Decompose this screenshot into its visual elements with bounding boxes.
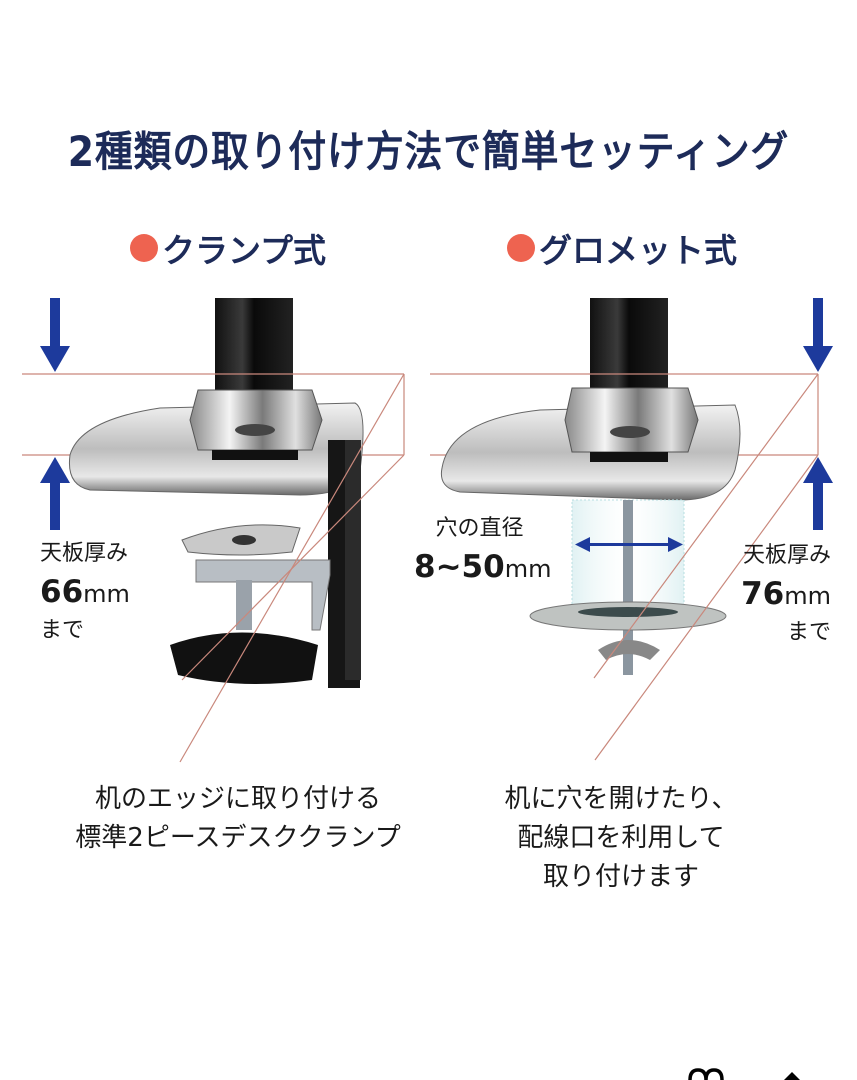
grommet-heading-text: グロメット式 [539,231,737,270]
hole-caption: 穴の直径 [435,516,524,541]
caption-line: 取り付けます [542,862,699,892]
caption-line: 机のエッジに取り付ける [94,784,381,814]
thickness-value: 76 [741,575,785,612]
circle-bullet-icon [130,234,158,262]
hole-diameter-label: 穴の直径 8~50mm [414,513,551,590]
circle-bullet-icon [507,234,535,262]
grommet-mount-illustration [430,298,833,761]
caption-line: 標準2ピースデスククランプ [75,823,401,853]
partial-loop-icon[interactable] [688,1068,724,1080]
caption-line: 配線口を利用して [517,823,725,853]
partial-arrow-up-icon[interactable] [784,1072,800,1080]
thickness-unit: mm [784,581,831,610]
arrow-up-icon [40,457,70,530]
arrow-down-icon [803,298,833,372]
grommet-thickness-label: 天板厚み 76mm まで [741,540,831,649]
thickness-caption: 天板厚み [742,543,831,568]
hole-value: 8~50 [414,548,505,585]
grommet-description: 机に穴を開けたり、 配線口を利用して 取り付けます [456,780,786,897]
thickness-caption: 天板厚み [40,541,129,566]
caption-line: 机に穴を開けたり、 [504,784,738,814]
hole-unit: mm [504,554,552,583]
clamp-description: 机のエッジに取り付ける 標準2ピースデスククランプ [18,780,458,858]
bottom-toolbar [688,1068,800,1080]
clamp-heading: クランプ式 [130,224,326,272]
arrow-up-icon [803,457,833,530]
double-arrow-icon [575,537,683,552]
clamp-heading-text: クランプ式 [162,231,327,270]
grommet-heading: グロメット式 [507,224,737,272]
thickness-unit: mm [83,579,130,608]
clamp-thickness-label: 天板厚み 66mm まで [40,538,130,647]
arrow-down-icon [40,298,70,372]
thickness-suffix: まで [40,617,85,643]
clamp-mount-illustration [22,298,405,763]
page-title: 2種類の取り付け方法で簡単セッティング [67,127,790,176]
thickness-value: 66 [40,573,84,610]
thickness-suffix: まで [786,619,831,645]
